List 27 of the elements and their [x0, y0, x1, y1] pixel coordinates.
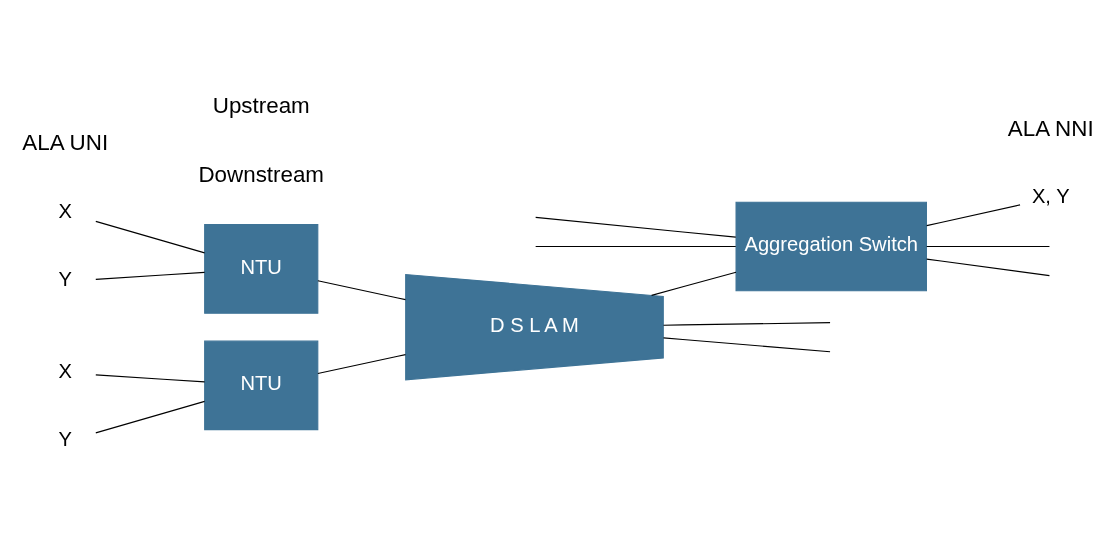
node-box: NTU — [204, 223, 319, 314]
connector — [926, 203, 1021, 226]
connector — [95, 400, 206, 433]
node-text: X, Y — [1031, 184, 1070, 207]
connector — [95, 220, 206, 253]
connector — [662, 336, 831, 352]
node-text: Y — [58, 427, 72, 450]
node-box: D S L A M — [405, 273, 664, 380]
connector — [317, 353, 407, 374]
connector — [662, 321, 831, 326]
connector — [535, 245, 737, 247]
node-text: X — [58, 359, 72, 382]
node-text: X — [58, 199, 72, 222]
connector — [926, 258, 1050, 276]
node-box: Aggregation Switch — [735, 201, 927, 291]
connector — [535, 216, 737, 238]
connector — [926, 245, 1050, 247]
node-text: Y — [58, 267, 72, 290]
label: ALA NNI — [1007, 115, 1094, 141]
connector — [95, 373, 206, 382]
label: Downstream — [198, 161, 325, 187]
connector — [95, 271, 206, 280]
label: Upstream — [212, 92, 310, 118]
node-box: NTU — [204, 340, 319, 430]
label: ALA UNI — [22, 129, 109, 155]
connector — [317, 279, 407, 300]
connector — [651, 271, 737, 296]
